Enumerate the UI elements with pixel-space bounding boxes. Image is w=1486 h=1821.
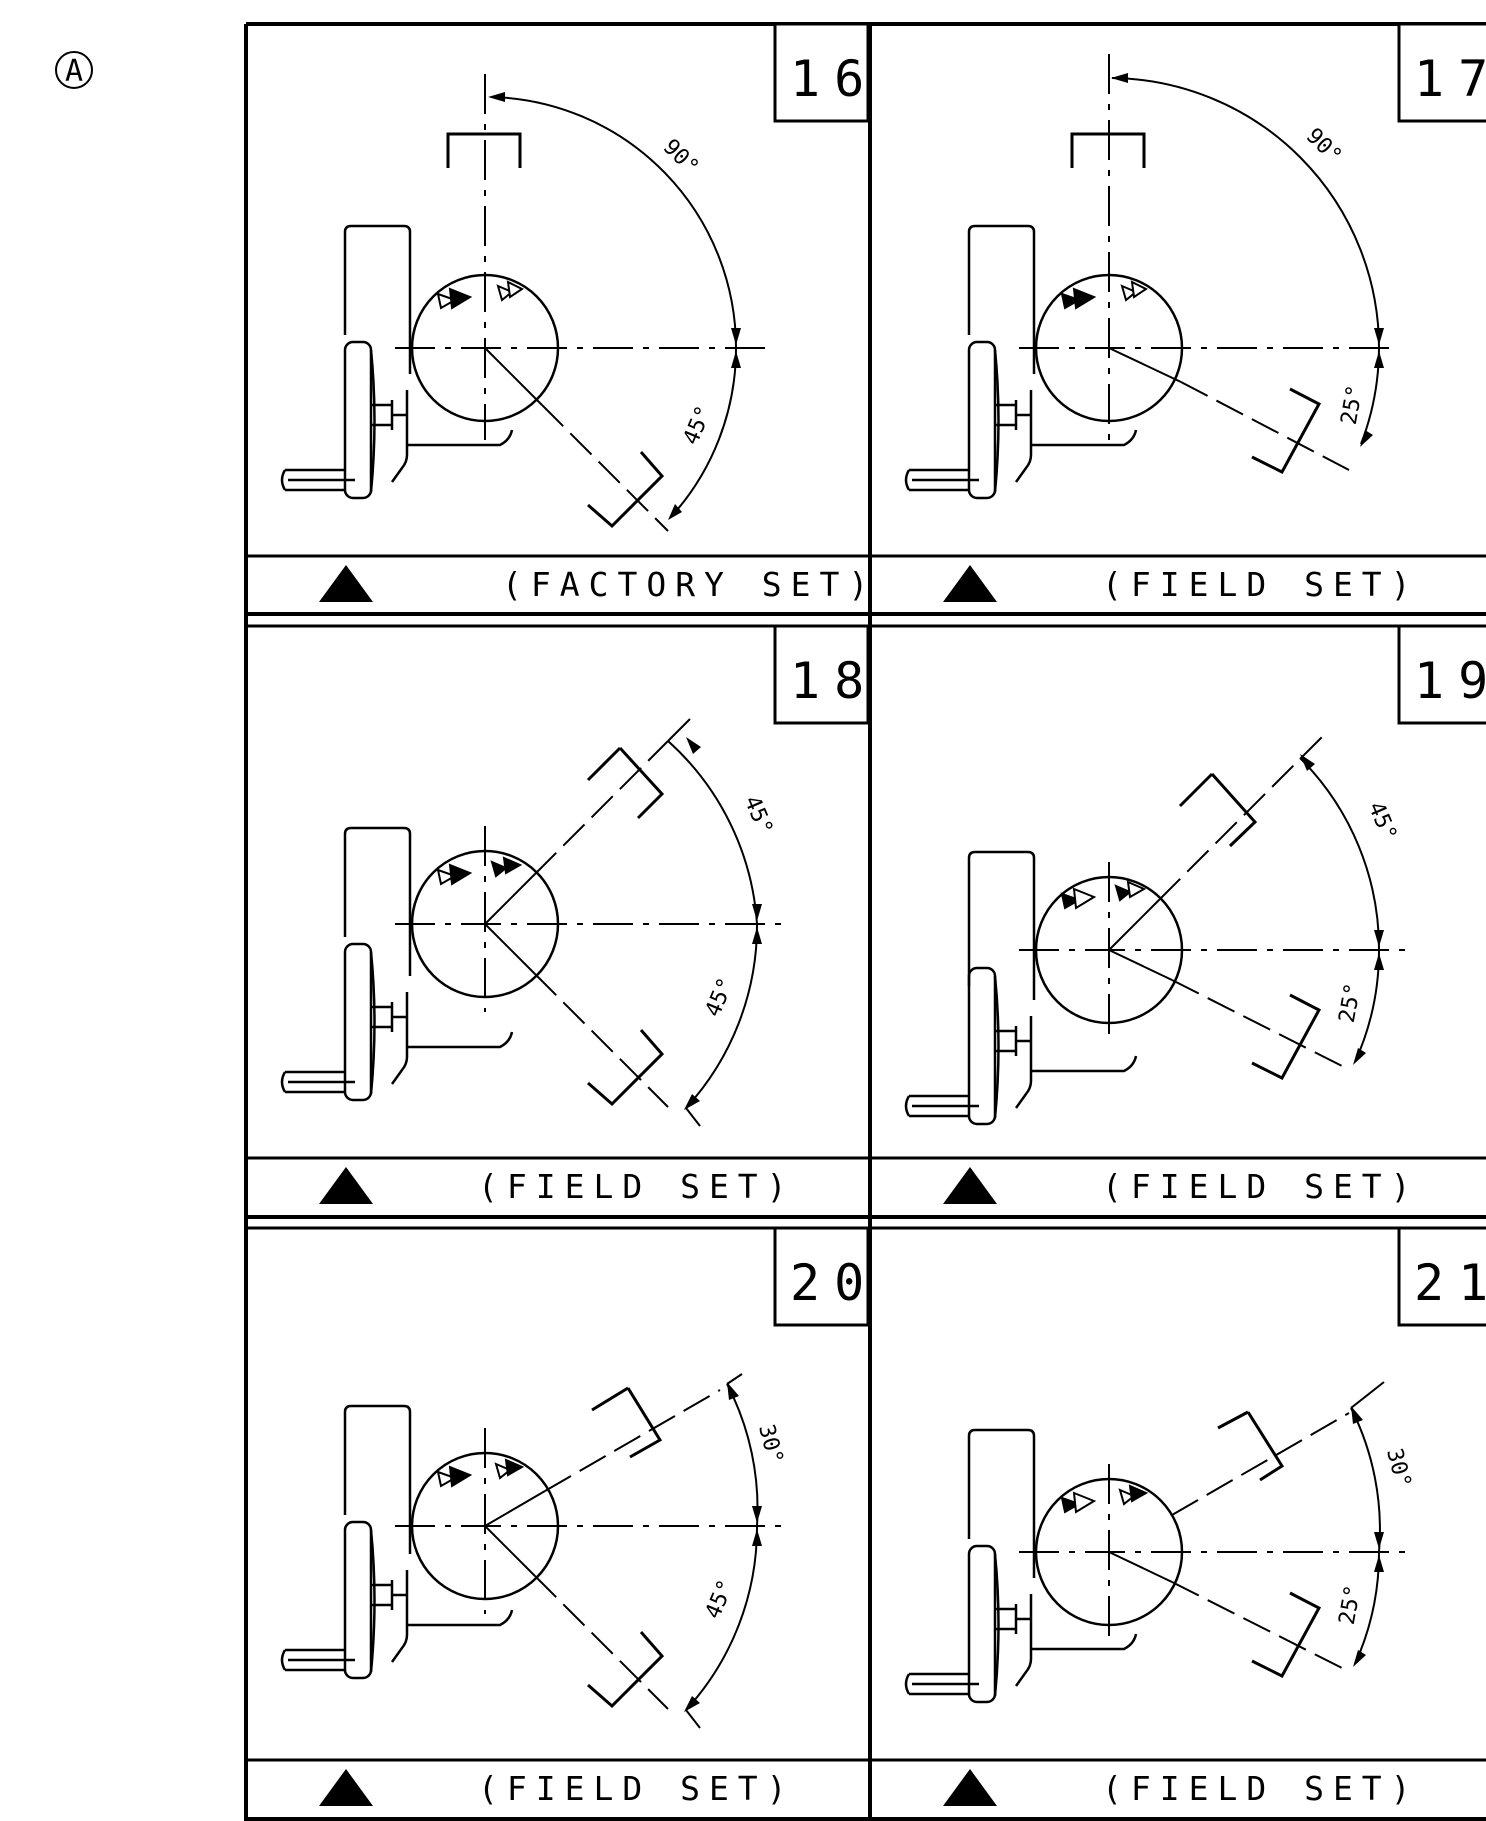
- centerlines: [395, 74, 765, 440]
- panel-16: 16: [280, 22, 878, 604]
- upper-angle-label: 30°: [1381, 1446, 1415, 1491]
- panel-number: 16: [790, 50, 878, 108]
- centerlines: [395, 826, 785, 1012]
- grid-frame: [244, 22, 1486, 1821]
- revision-triangle-icon: [319, 565, 373, 602]
- panel-caption: (FIELD SET): [1102, 1167, 1420, 1206]
- panel-17: 17: [904, 22, 1486, 604]
- dimension-arrowheads: [1111, 73, 1384, 447]
- closed-position-indicator: [586, 746, 665, 1107]
- centerlines: [1019, 1464, 1409, 1644]
- panel-18: 18: [280, 624, 878, 1206]
- revision-triangle-icon: [943, 1167, 997, 1204]
- panel-number: 17: [1414, 50, 1486, 108]
- gearbox-actuator-drawing: [280, 224, 560, 500]
- panel-caption: (FACTORY SET): [502, 565, 877, 604]
- dimension-arrowheads: [684, 1382, 762, 1712]
- open-position-indicator: [446, 132, 522, 168]
- panel-20: 20: [280, 1226, 878, 1808]
- centerlines: [1019, 862, 1409, 1042]
- panel-number-box: [773, 624, 870, 725]
- panel-number-box: [1397, 624, 1486, 725]
- sheet-marker: A: [55, 51, 93, 89]
- lower-angle-label: 45°: [701, 1576, 740, 1622]
- dimension-arcs: [667, 718, 759, 1127]
- closed-position-indicator: [587, 451, 665, 529]
- panel-number-box: [773, 22, 870, 123]
- dimension-arrowheads: [1351, 1406, 1384, 1667]
- upper-angle-label: 45°: [1363, 798, 1402, 844]
- dimension-arrowheads: [684, 737, 762, 1110]
- position-ray: [484, 347, 669, 532]
- lower-angle-label: 45°: [679, 402, 718, 448]
- panel-19: 19: [904, 624, 1486, 1206]
- closed-position-indicator: [1251, 387, 1322, 474]
- closed-position-indicator: [1178, 772, 1322, 1080]
- panel-number: 21: [1414, 1254, 1486, 1312]
- upper-angle-label: 45°: [739, 792, 778, 838]
- revision-triangle-icon: [943, 565, 997, 602]
- lower-angle-label: 45°: [701, 974, 740, 1020]
- centerlines: [1019, 54, 1389, 440]
- panel-number: 18: [790, 652, 878, 710]
- dimension-arrowheads: [1300, 754, 1384, 1065]
- position-indicator-arrows: [436, 280, 524, 310]
- position-indicator-arrows: [1060, 880, 1147, 910]
- gearbox-actuator-drawing: [280, 1404, 560, 1680]
- closed-position-indicator: [587, 1386, 665, 1709]
- panel-number-box: [773, 1226, 870, 1327]
- position-indicator-arrows: [1060, 1484, 1149, 1514]
- lower-angle-label: 25°: [1337, 383, 1369, 426]
- upper-angle-label: 90°: [1301, 124, 1347, 170]
- position-ray: [1108, 1412, 1350, 1671]
- sheet-marker-label: A: [65, 54, 83, 89]
- panel-caption: (FIELD SET): [1102, 565, 1420, 604]
- dimension-arcs: [685, 1373, 759, 1729]
- revision-triangle-icon: [319, 1769, 373, 1806]
- revision-triangle-icon: [943, 1769, 997, 1806]
- position-indicator-arrows: [1060, 280, 1148, 310]
- panel-number-box: [1397, 1226, 1486, 1327]
- dimension-arrowheads: [488, 92, 741, 520]
- panel-21: 21: [904, 1226, 1486, 1808]
- dimension-arcs: [1111, 77, 1380, 445]
- panel-caption: (FIELD SET): [478, 1167, 796, 1206]
- position-ray: [484, 1389, 721, 1710]
- centerlines: [395, 1428, 785, 1614]
- gearbox-actuator-drawing: [904, 850, 1184, 1126]
- panel-number: 20: [790, 1254, 878, 1312]
- position-indicator-arrows: [436, 1458, 525, 1488]
- dimension-arcs: [491, 96, 738, 519]
- panel-number: 19: [1414, 652, 1486, 710]
- panel-number-box: [1397, 22, 1486, 123]
- position-ray: [484, 740, 669, 1108]
- panel-caption: (FIELD SET): [478, 1769, 796, 1808]
- open-position-indicator: [1070, 132, 1146, 168]
- gearbox-actuator-drawing: [280, 826, 560, 1102]
- lower-angle-label: 25°: [1335, 1583, 1367, 1626]
- lower-angle-label: 25°: [1335, 981, 1367, 1024]
- position-ray: [1108, 347, 1350, 471]
- panel-caption: (FIELD SET): [1102, 1769, 1420, 1808]
- upper-angle-label: 30°: [753, 1422, 787, 1467]
- position-indicator-arrows: [436, 856, 523, 886]
- position-ray: [1108, 734, 1347, 1069]
- revision-triangle-icon: [319, 1167, 373, 1204]
- closed-position-indicator: [1217, 1410, 1322, 1678]
